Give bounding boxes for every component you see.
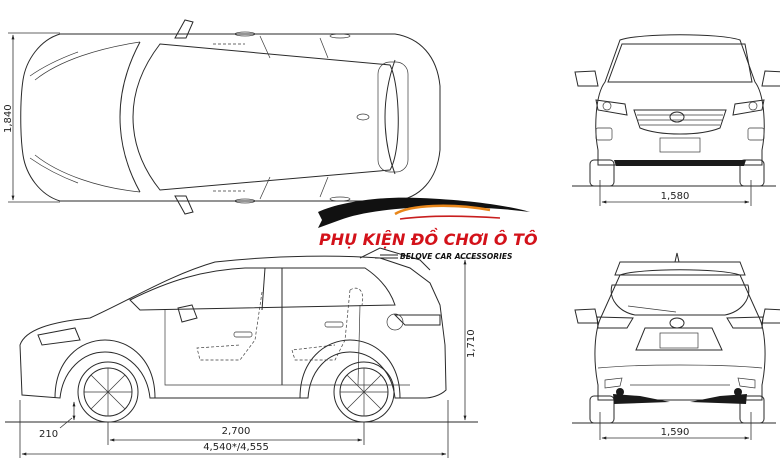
brand-logo: PHỤ KIỆN ĐỒ CHƠI Ô TÔ BELOVE CAR ACCESSO… [318, 197, 538, 261]
rear-track-dimension-label: 1,590 [661, 427, 690, 438]
front-view-drawing [572, 34, 780, 206]
logo-swoosh-black [318, 197, 530, 228]
top-view-drawing [8, 19, 441, 215]
rear-view-drawing [572, 252, 780, 440]
logo-swoosh-red [399, 215, 501, 220]
logo-swoosh-orange [394, 204, 491, 216]
width-dimension-label: 1,840 [3, 104, 14, 133]
wheelbase-dimension-label: 2,700 [222, 426, 251, 437]
height-dimension-label: 1,710 [466, 329, 477, 358]
mazda-logo-icon [669, 111, 685, 123]
length-dimension-label: 4,540*/4,555 [203, 442, 269, 453]
side-view-drawing [5, 247, 478, 458]
front-track-dimension-label: 1,580 [661, 191, 690, 202]
logo-subtitle: BELOVE CAR ACCESSORIES [400, 252, 512, 261]
ground-clearance-dimension-label: 210 [39, 429, 58, 440]
logo-title: PHỤ KIỆN ĐỒ CHƠI Ô TÔ [319, 227, 538, 249]
mazda-logo-icon [669, 317, 685, 329]
